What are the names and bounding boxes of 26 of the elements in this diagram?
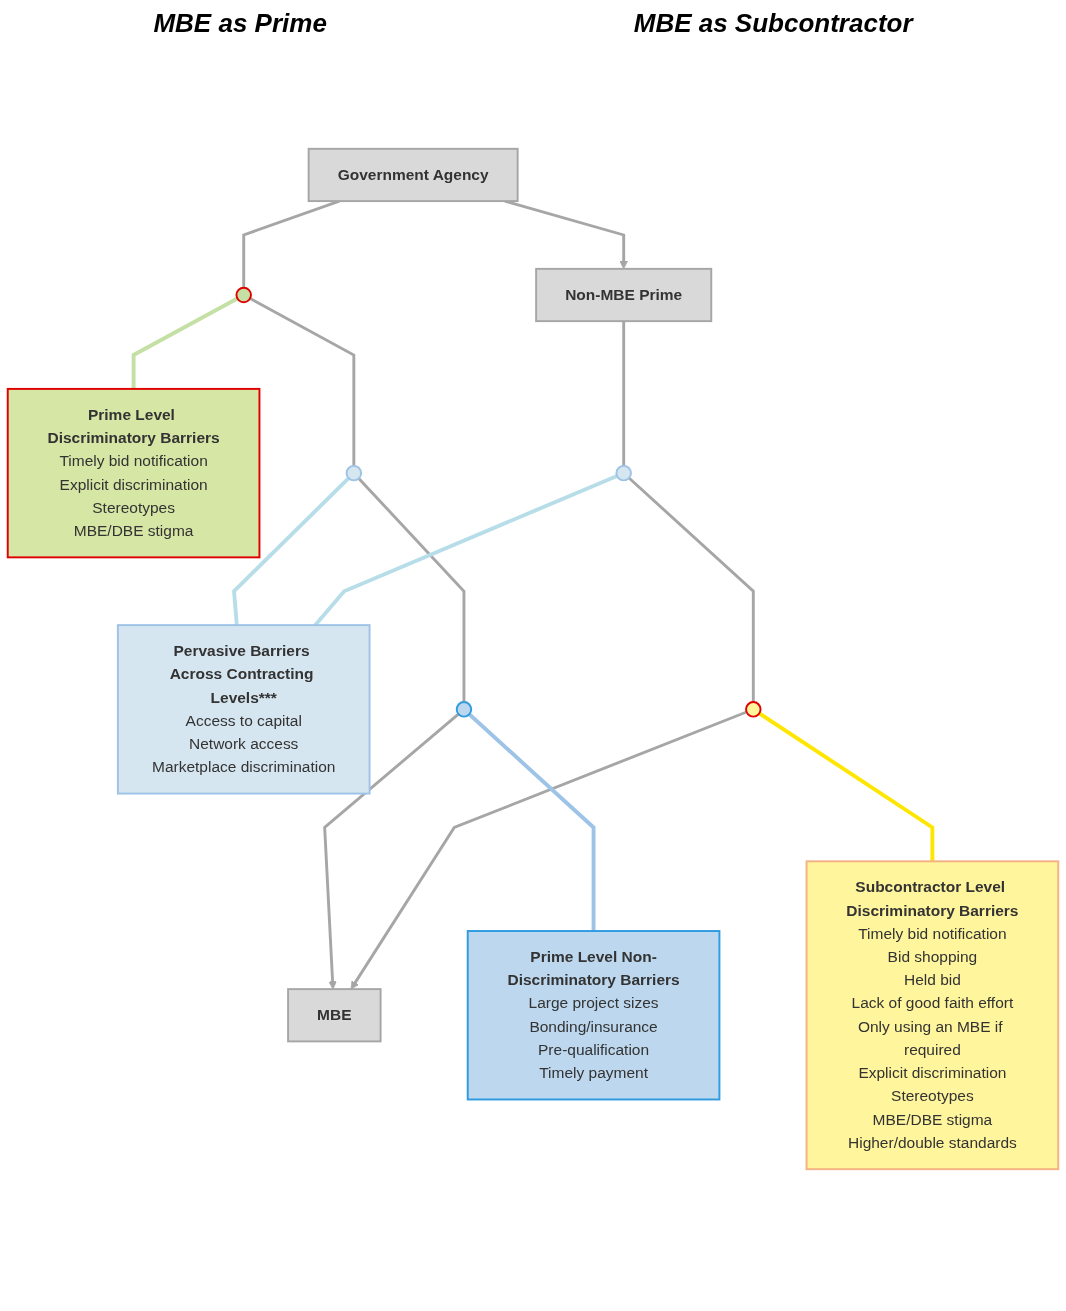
node-box: Prime Level Discriminatory Barriers Timely bid notification Explicit discrimination Stereotypes MBE/DBE stigma — [6, 387, 261, 559]
node-box: Subcontractor Level Discriminatory Barriers Timely bid notification Bid shopping Held bid Lack of good faith effort Only using an MBE if required Explicit discrimination Stereotypes MBE/DBE stigma Higher/double standards — [805, 860, 1060, 1171]
connector — [249, 297, 356, 466]
connector — [313, 474, 618, 627]
node-circle — [345, 464, 363, 482]
node-circle — [235, 286, 252, 304]
node-box: Non-MBE Prime — [535, 267, 713, 323]
node-box: MBE — [287, 988, 382, 1043]
connector — [628, 476, 755, 703]
connector — [758, 711, 935, 862]
connector — [232, 476, 351, 626]
node-circle — [455, 701, 473, 718]
arrow — [350, 710, 748, 990]
connector — [622, 321, 626, 466]
node-circle — [745, 701, 762, 718]
connector — [357, 477, 466, 703]
node-circle — [615, 464, 632, 482]
column-heading: MBE as Prime — [153, 8, 327, 39]
connector — [468, 712, 596, 932]
connector — [131, 296, 239, 389]
node-box: Government Agency — [307, 147, 519, 203]
arrow — [504, 199, 628, 270]
node-box: Prime Level Non-Discriminatory Barriers Large project sizes Bonding/insurance Pre-qualification Timely payment — [466, 930, 721, 1101]
arrow — [323, 712, 460, 990]
column-heading: MBE as Subcontractor — [633, 8, 913, 39]
node-box: Pervasive Barriers Across Contracting Levels*** Access to capital Network access Marketplace discrimination — [116, 624, 371, 795]
